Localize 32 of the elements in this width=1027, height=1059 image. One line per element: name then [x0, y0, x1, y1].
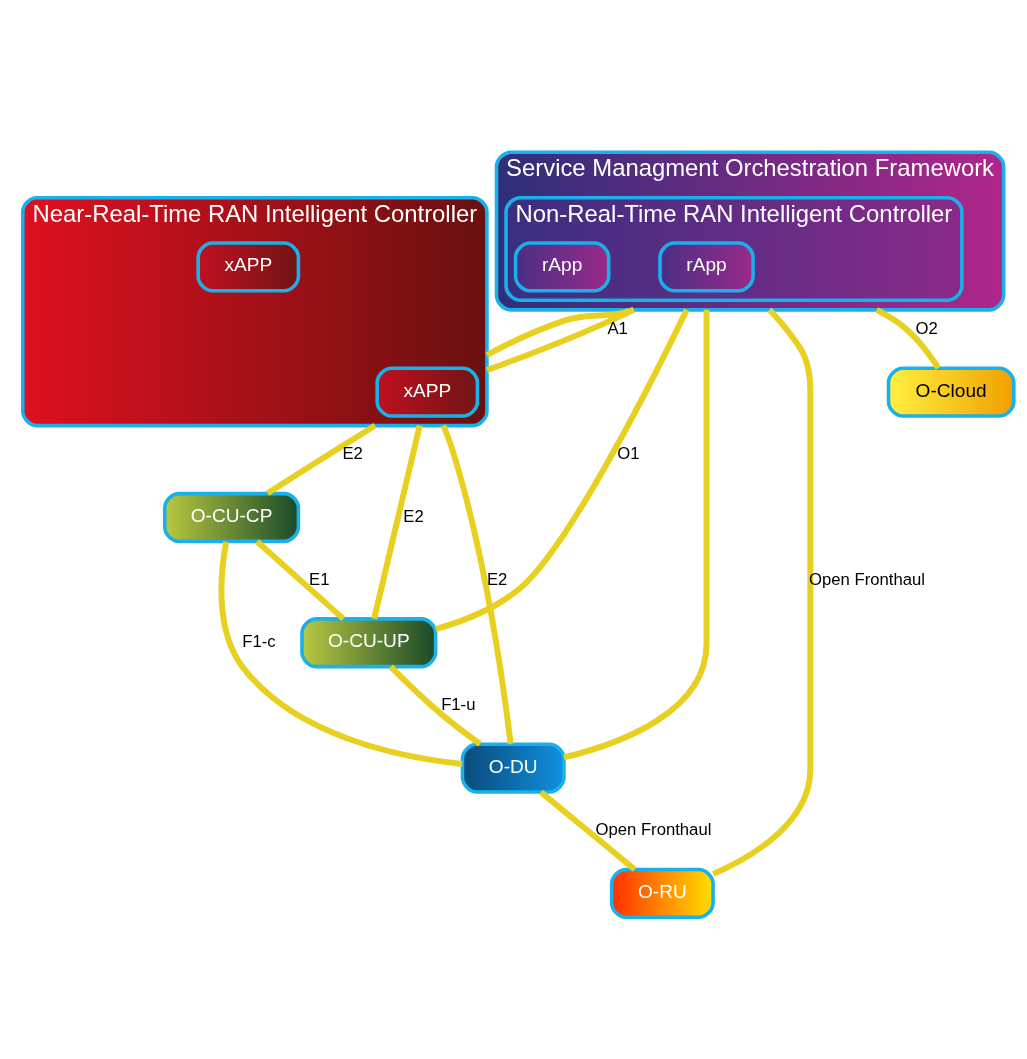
- connector: [440, 423, 514, 744]
- connector: [875, 306, 941, 370]
- node-box: xAPP: [196, 240, 301, 293]
- connector: [434, 308, 690, 632]
- connector: [539, 789, 637, 872]
- node-box: O-Cloud: [886, 366, 1016, 418]
- edge-label: O2: [915, 318, 938, 338]
- node-box: O-CU-UP: [300, 616, 438, 668]
- edge-label: A1: [607, 318, 628, 338]
- edge-label: E2: [486, 569, 508, 589]
- connector: [388, 664, 482, 746]
- connector: [712, 307, 814, 877]
- edge-label: Open Fronthaul: [595, 819, 712, 839]
- connector: [563, 309, 710, 760]
- connector: [485, 306, 635, 373]
- node-box: O-CU-CP: [162, 491, 301, 543]
- edge-label: F1-u: [441, 694, 476, 714]
- node-box: O-DU: [460, 741, 566, 794]
- edge-label: O1: [617, 443, 640, 463]
- connector: [485, 306, 635, 358]
- edge-label: E2: [403, 506, 424, 526]
- edge-label: F1-c: [242, 631, 276, 651]
- node-box: rApp: [513, 240, 611, 293]
- edge-label: E2: [342, 443, 363, 463]
- edge-label: E1: [309, 569, 330, 589]
- node-box: xAPP: [375, 366, 480, 418]
- node-box: rApp: [658, 240, 755, 293]
- connector: [265, 422, 377, 496]
- node-box: O-RU: [609, 867, 715, 919]
- connector: [371, 424, 423, 619]
- connector: [218, 540, 463, 767]
- connector: [255, 538, 346, 621]
